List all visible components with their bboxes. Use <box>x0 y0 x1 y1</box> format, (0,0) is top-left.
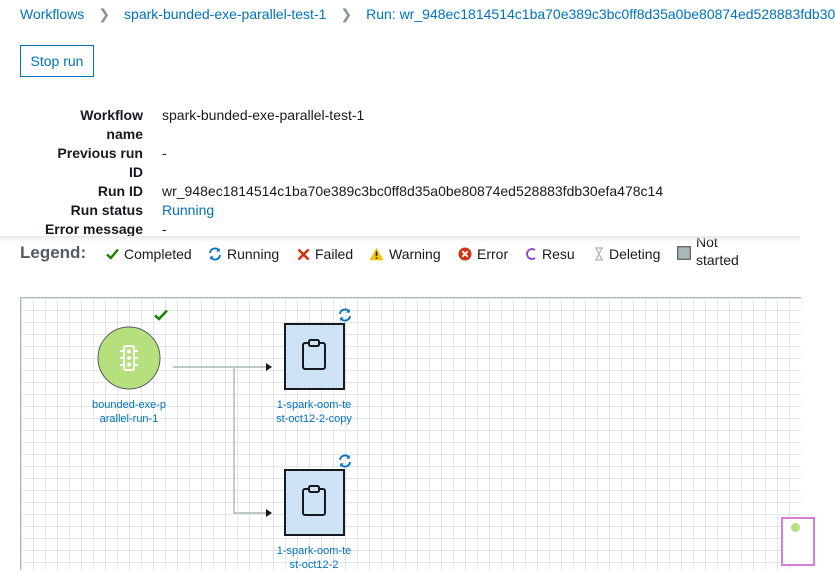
workflow-name-value: spark-bunded-exe-parallel-test-1 <box>162 107 365 123</box>
completed-check-icon <box>154 309 168 321</box>
workflow-name-label: Workflow name <box>80 107 143 142</box>
error-message-label: Error message <box>44 221 143 237</box>
legend-failed-label: Failed <box>315 246 354 262</box>
legend-error-label: Error <box>477 246 509 262</box>
workflow-graph-canvas[interactable]: bounded-exe-p arallel-run-1 1-spark-oom-… <box>20 297 815 571</box>
hourglass-icon <box>595 247 603 261</box>
legend-title: Legend: <box>20 243 87 262</box>
clipboard-icon <box>302 485 326 516</box>
graph-minimap[interactable] <box>781 517 815 566</box>
breadcrumb-workflows-link[interactable]: Workflows <box>20 6 85 22</box>
job-node-label[interactable]: 1-spark-oom-te st-oct12-2 <box>276 545 352 571</box>
graph-edges <box>173 363 272 517</box>
run-id-value: wr_948ec1814514c1ba70e389c3bc0ff8d35a0be… <box>162 183 664 199</box>
square-icon <box>677 246 691 260</box>
running-refresh-icon <box>339 454 351 468</box>
resume-icon <box>526 248 536 260</box>
legend-completed-label: Completed <box>124 246 192 262</box>
trigger-node-label[interactable]: bounded-exe-p arallel-run-1 <box>91 399 166 425</box>
error-message-value: - <box>162 221 167 237</box>
job-node-copy[interactable] <box>284 323 345 390</box>
x-icon <box>297 248 310 260</box>
running-refresh-icon <box>339 308 351 322</box>
error-icon <box>458 247 472 261</box>
legend-deleting-label: Deleting <box>609 246 661 262</box>
minimap-node <box>791 523 800 532</box>
legend-completed: Completed <box>106 246 192 262</box>
run-status-label: Run status <box>70 202 143 218</box>
traffic-light-icon <box>120 345 138 371</box>
legend-running-label: Running <box>227 246 280 262</box>
legend-divider <box>0 236 800 242</box>
job-node[interactable] <box>284 469 345 536</box>
chevron-right-icon: ❯ <box>98 5 111 22</box>
legend-resu: Resu <box>525 246 575 262</box>
warning-icon <box>369 247 384 261</box>
legend-error: Error <box>458 246 508 262</box>
legend-warning-label: Warning <box>389 246 441 262</box>
breadcrumb-workflow-link[interactable]: spark-bunded-exe-parallel-test-1 <box>124 6 327 22</box>
chevron-right-icon: ❯ <box>340 5 353 22</box>
legend-deleting: Deleting <box>594 246 660 262</box>
legend-running: Running <box>208 246 279 262</box>
previous-run-id-value: - <box>162 145 167 161</box>
legend-resu-label: Resu <box>542 246 575 262</box>
stop-run-button[interactable]: Stop run <box>20 45 94 77</box>
check-icon <box>106 248 119 260</box>
trigger-node[interactable] <box>97 326 161 390</box>
breadcrumb-run: Run: wr_948ec1814514c1ba70e389c3bc0ff8d3… <box>366 6 835 22</box>
legend-failed: Failed <box>297 246 353 262</box>
run-status-value: Running <box>162 202 215 218</box>
breadcrumb: Workflows ❯ spark-bunded-exe-parallel-te… <box>0 0 835 28</box>
refresh-icon <box>209 247 221 261</box>
previous-run-id-label: Previous run ID <box>57 145 143 180</box>
legend-warning: Warning <box>369 246 441 262</box>
run-id-label: Run ID <box>97 183 143 199</box>
clipboard-icon <box>302 339 326 370</box>
legend-not-started-label-2: started <box>696 252 739 268</box>
job-node-copy-label[interactable]: 1-spark-oom-te st-oct12-2-copy <box>276 399 352 425</box>
